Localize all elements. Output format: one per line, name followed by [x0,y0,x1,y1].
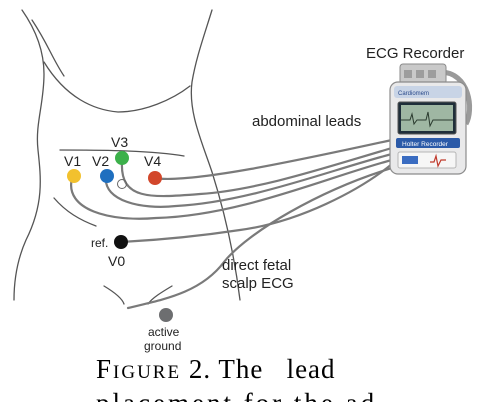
annotation-labels: abdominal leads direct fetal scalp ECG [222,113,361,292]
electrode-active-ground [159,308,173,322]
torso-outline [13,9,241,305]
label-active: active [148,325,180,339]
caption-line-1: Figure 2. The lead [96,354,336,385]
electrode-v2 [100,169,114,183]
lead-wires [70,138,394,310]
recorder-model: Holter Recorder [402,141,449,148]
electrode-v3 [115,151,129,165]
electrode-ref [114,235,128,249]
caption-line-2: placement for the ad [96,388,377,402]
label-ref: ref. [91,236,108,250]
electrode-v3-ring [117,179,127,189]
label-v0: V0 [108,253,125,269]
label-v2: V2 [92,153,109,169]
electrodes [67,151,173,322]
figure-caption: Figure 2. The lead placement for the ad [0,352,490,402]
label-abdominal-leads: abdominal leads [252,113,361,130]
label-ground: ground [144,339,181,353]
caption-text: 2. The lead [188,354,336,384]
recorder-title: ECG Recorder [366,45,464,62]
recorder-strap [439,69,473,126]
electrode-v4 [148,171,162,185]
caption-figure-word: Figure [96,354,182,384]
label-v4: V4 [144,153,161,169]
ecg-recorder-device: ECG Recorder Cardiomem Holter Recorder [366,45,473,175]
electrode-labels: V1 V2 V3 V4 ref. V0 active ground [64,134,181,353]
electrode-v1 [67,169,81,183]
label-v3: V3 [111,134,128,150]
label-direct-fetal: direct fetal [222,257,291,274]
label-v1: V1 [64,153,81,169]
recorder-brand: Cardiomem [398,91,429,97]
label-scalp-ecg: scalp ECG [222,275,294,292]
